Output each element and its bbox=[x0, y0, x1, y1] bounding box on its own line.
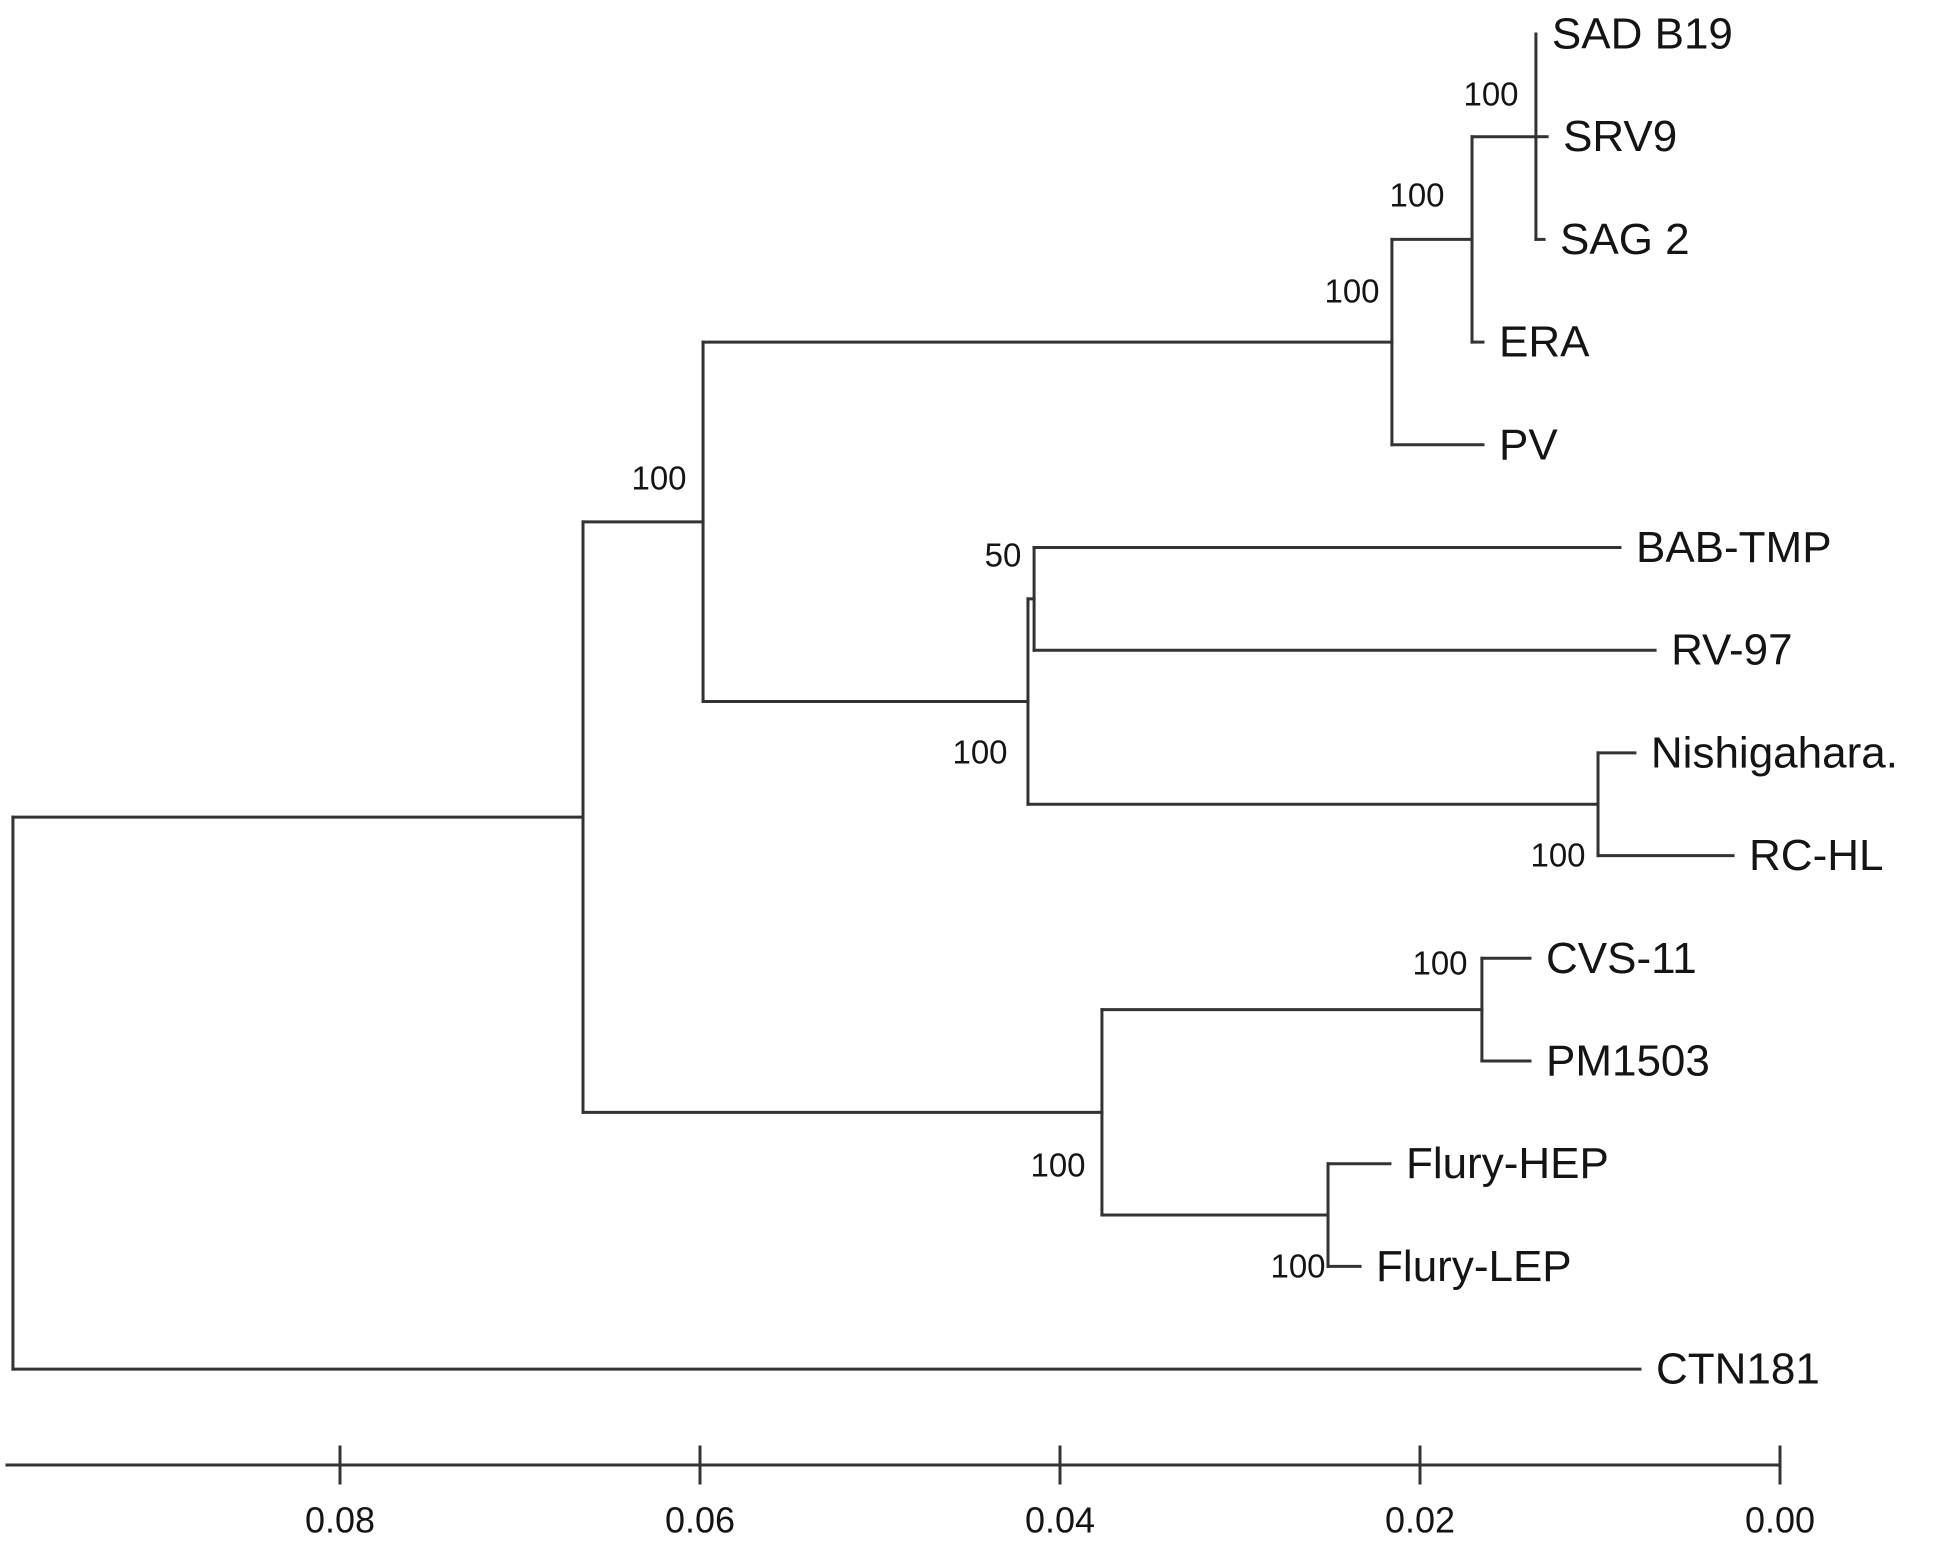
scale-tick-label: 0.02 bbox=[1385, 1500, 1455, 1541]
taxon-label-cvs-11: CVS-11 bbox=[1546, 934, 1697, 983]
bootstrap-label: 100 bbox=[1530, 837, 1585, 874]
bootstrap-label: 100 bbox=[1324, 273, 1379, 310]
scale-tick-label: 0.08 bbox=[305, 1500, 375, 1541]
bootstrap-label: 100 bbox=[631, 460, 686, 497]
bootstrap-label: 100 bbox=[952, 734, 1007, 771]
bootstrap-label: 100 bbox=[1412, 945, 1467, 982]
taxon-label-srv9: SRV9 bbox=[1563, 112, 1677, 161]
taxon-label-sad-b19: SAD B19 bbox=[1552, 10, 1733, 59]
taxon-label-flury-hep: Flury-HEP bbox=[1406, 1139, 1609, 1188]
bootstrap-label: 100 bbox=[1463, 76, 1518, 113]
taxon-label-nishigahara: Nishigahara. bbox=[1651, 728, 1898, 777]
scale-tick-label: 0.06 bbox=[665, 1500, 735, 1541]
taxon-label-rc-hl: RC-HL bbox=[1749, 831, 1883, 880]
taxon-label-era: ERA bbox=[1499, 318, 1590, 367]
taxon-label-ctn181: CTN181 bbox=[1656, 1345, 1820, 1394]
bootstrap-label: 50 bbox=[985, 537, 1022, 574]
taxon-label-rv-97: RV-97 bbox=[1671, 626, 1793, 675]
taxon-label-flury-lep: Flury-LEP bbox=[1376, 1242, 1572, 1291]
taxon-label-pm1503: PM1503 bbox=[1546, 1037, 1710, 1086]
taxon-label-sag-2: SAG 2 bbox=[1560, 215, 1690, 264]
bootstrap-label: 100 bbox=[1389, 177, 1444, 214]
bootstrap-label: 100 bbox=[1270, 1248, 1325, 1285]
scale-tick-label: 0.00 bbox=[1745, 1500, 1815, 1541]
scale-tick-label: 0.04 bbox=[1025, 1500, 1095, 1541]
bootstrap-label: 100 bbox=[1030, 1147, 1085, 1184]
taxon-label-pv: PV bbox=[1499, 420, 1558, 469]
taxon-label-bab-tmp: BAB-TMP bbox=[1636, 523, 1832, 572]
